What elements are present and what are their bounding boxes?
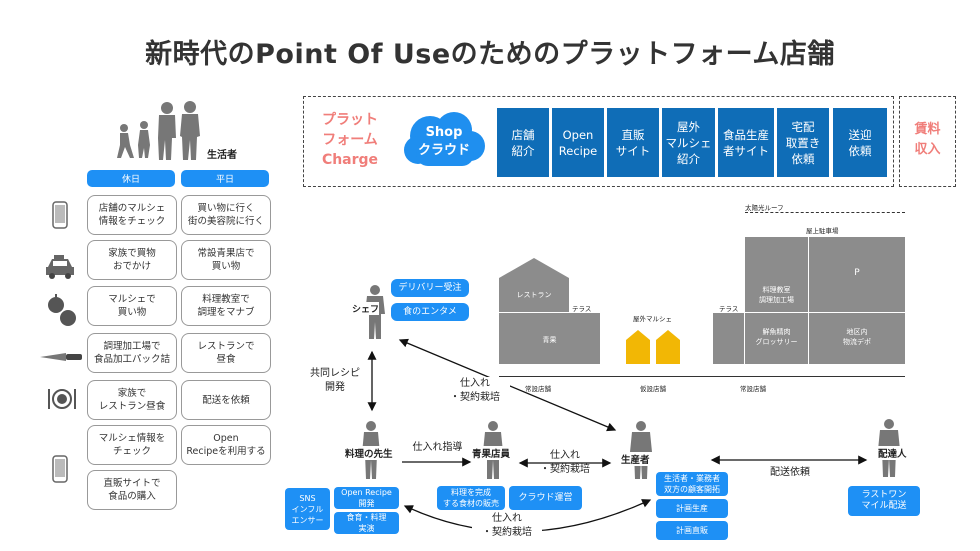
cloud-icon [404, 112, 485, 166]
service-delivery-hold: 宅配 取置き 依頼 [777, 108, 829, 177]
teacher-label: 料理の先生 [345, 446, 393, 460]
chef-tag-delivery: デリバリー受注 [391, 279, 469, 297]
solar-roof-label: 太陽光ルーフ [745, 204, 784, 212]
rent-frame [899, 96, 956, 187]
temporary-store-label: 仮設店舗 [640, 385, 666, 393]
weekday-item-1: 買い物に行く 街の美容院に行く [181, 195, 271, 235]
producer-tag-customers: 生活者・業務者 双方の顧客開拓 [656, 472, 728, 496]
page-title: 新時代のPoint Of Useのためのプラットフォーム店舗 [145, 39, 835, 70]
service-direct-sales: 直販 サイト [607, 108, 659, 177]
cooking-class-label: 料理教室 調理加工場 [759, 286, 794, 304]
car-icon [46, 255, 74, 279]
teacher-tag-sns: SNS インフル エンサー [285, 488, 330, 530]
weekday-item-2: 常設青果店で 買い物 [181, 240, 271, 280]
holiday-item-1: 店舗のマルシェ 情報をチェック [87, 195, 177, 235]
platform-frame [303, 96, 894, 187]
platform-charge-label: プラット フォーム Charge [321, 112, 379, 168]
weekday-item-4: レストランで 昼食 [181, 333, 271, 373]
holiday-item-3: マルシェで 買い物 [87, 286, 177, 326]
fresh-shop-block [745, 313, 808, 364]
weekday-item-5: 配送を依頼 [181, 380, 271, 420]
service-store-intro: 店舗 紹介 [497, 108, 549, 177]
holiday-item-6: マルシェ情報を チェック [87, 425, 177, 465]
rooftop-parking-block [809, 237, 905, 312]
terrace-label-1: テラス [572, 305, 592, 313]
restaurant-label: レストラン [516, 291, 552, 299]
weekday-item-3: 料理教室で 調理をマナブ [181, 286, 271, 326]
cloud-label: Shop クラウド [417, 125, 470, 158]
service-open-recipe: Open Recipe [552, 108, 604, 177]
shop-cloud: Shop クラウド [398, 106, 490, 176]
producer-tag-planned-sales: 計画直販 [656, 521, 728, 540]
relation-sourcing-chef: 仕入れ ・契約栽培 [440, 377, 510, 405]
relation-sourcing-grocer: 仕入れ ・契約栽培 [540, 450, 590, 475]
fruit-icon [48, 294, 76, 326]
parking-mark: P [854, 268, 860, 278]
relation-sourcing-guide: 仕入れ指導 [412, 442, 463, 453]
delivery-tag-last-mile: ラストワン マイル配送 [848, 486, 920, 516]
holiday-item-2: 家族で買物 おでかけ [87, 240, 177, 280]
weekday-item-6: Open Recipeを利用する [181, 425, 271, 465]
solar-roof-line [745, 212, 905, 213]
knife-icon [40, 353, 82, 361]
permanent-store-label-2: 常設店舗 [740, 385, 766, 393]
logistics-label: 地区内 物流デポ [843, 328, 871, 346]
ground-line [499, 376, 905, 377]
rent-income-label: 賃料 収入 [914, 122, 941, 157]
holiday-item-7: 直販サイトで 食品の購入 [87, 470, 177, 510]
service-pickup: 送迎 依頼 [833, 108, 887, 177]
grocer-tag-cloud: クラウド運営 [509, 486, 582, 510]
grocer-tag-ingredients: 料理を完成 する食材の販売 [437, 486, 505, 510]
smartphone-icon-2 [52, 455, 68, 483]
relation-recipe-dev: 共同レシピ 開発 [310, 368, 360, 393]
relation-delivery-request: 配送依頼 [770, 467, 810, 478]
producer-tag-planned-production: 計画生産 [656, 499, 728, 518]
building-roof [499, 258, 569, 278]
holiday-item-5: 家族で レストラン昼食 [87, 380, 177, 420]
cooking-class-block [745, 237, 808, 312]
producer-figure [630, 421, 652, 479]
smartphone-icon [52, 201, 68, 229]
relation-sourcing-teacher: 仕入れ ・契約栽培 [472, 512, 542, 540]
restaurant-block [499, 278, 569, 312]
logistics-block [809, 313, 905, 364]
family-icon [117, 101, 200, 160]
lifestyle-header: 生活者 [207, 150, 237, 161]
dining-icon [48, 389, 76, 409]
delivery-label: 配達人 [878, 446, 907, 460]
fresh-shop-label: 鮮魚精肉 グロッサリー [755, 328, 798, 346]
rooftop-parking-label: 屋上駐車場 [806, 227, 839, 235]
service-producer-site: 食品生産 者サイト [718, 108, 774, 177]
producer-label: 生産者 [621, 452, 650, 466]
holiday-header: 休日 [87, 170, 175, 187]
chef-label: シェフ [352, 302, 380, 315]
chef-tag-entertainment: 食のエンタメ [391, 303, 469, 321]
left-wing-block [713, 313, 744, 364]
terrace-label-2: テラス [719, 305, 739, 313]
teacher-tag-recipe: Open Recipe 開発 [334, 487, 399, 509]
weekday-header: 平日 [181, 170, 269, 187]
service-outdoor-marche: 屋外 マルシェ 紹介 [662, 108, 715, 177]
outdoor-marche-label: 屋外マルシェ [633, 315, 672, 323]
holiday-item-4: 調理加工場で 食品加工パック詰 [87, 333, 177, 373]
marche-tent-icon [626, 330, 680, 364]
greengrocer-label: 青果店員 [472, 446, 511, 460]
teacher-tag-education: 食育・料理 実演 [334, 512, 399, 534]
